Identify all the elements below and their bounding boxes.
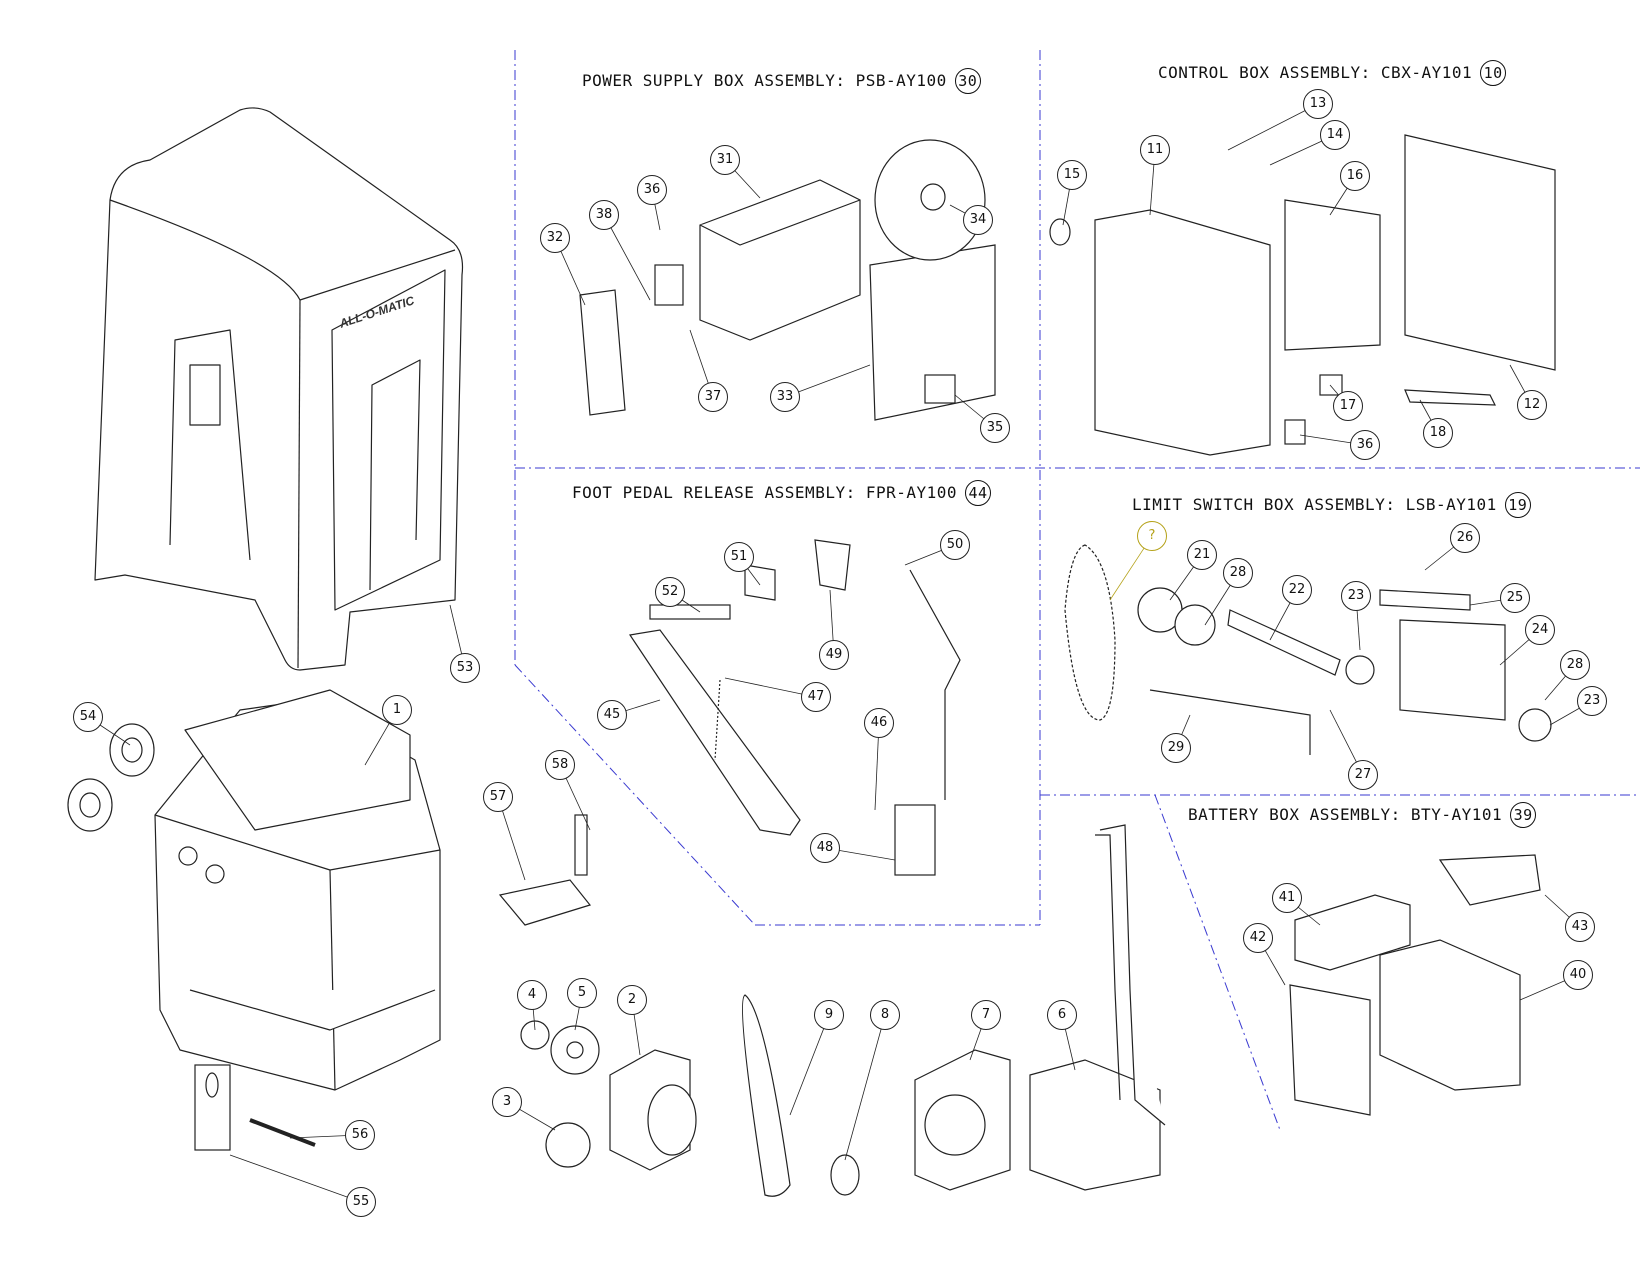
callout-8: 8 [870,1000,900,1030]
title-power-supply: POWER SUPPLY BOX ASSEMBLY: PSB-AY100 30 [582,68,981,94]
title-control-box-number: 10 [1480,60,1507,86]
title-foot-pedal-text: FOOT PEDAL RELEASE ASSEMBLY: FPR-AY100 [572,483,958,502]
callout-38: 38 [589,200,619,230]
callout-21: 21 [1187,540,1217,570]
callout-47: 47 [801,682,831,712]
power-supply-parts [579,139,996,421]
title-battery-box-number: 39 [1510,802,1537,828]
callout-50: 50 [940,530,970,560]
callout-3: 3 [492,1087,522,1117]
callout-leader [789,1014,830,1116]
callout-57: 57 [483,782,513,812]
title-battery-box-text: BATTERY BOX ASSEMBLY: BTY-AY101 [1188,805,1503,824]
callout-17: 17 [1333,391,1363,421]
callout-leader [603,214,651,301]
callout-32: 32 [540,223,570,253]
callout-23: 23 [1577,686,1607,716]
foot-pedal-parts [628,539,961,876]
callout-leader [724,677,817,698]
callout-22: 22 [1282,575,1312,605]
title-power-supply-number: 30 [954,68,981,94]
section-dividers [514,50,1640,1131]
callout-27: 27 [1348,760,1378,790]
callout-11: 11 [1140,135,1170,165]
title-control-box-text: CONTROL BOX ASSEMBLY: CBX-AY101 [1158,63,1473,82]
callout-15: 15 [1057,160,1087,190]
title-limit-switch-number: 19 [1504,492,1531,518]
shaft-parts [194,1064,316,1151]
callout-5: 5 [567,978,597,1008]
limit-switch-parts [1064,544,1552,755]
callout-23: 23 [1341,581,1371,611]
callout-37: 37 [698,382,728,412]
callout-48: 48 [810,833,840,863]
callout-56: 56 [345,1120,375,1150]
callout-49: 49 [819,640,849,670]
title-battery-box: BATTERY BOX ASSEMBLY: BTY-AY101 39 [1188,802,1537,828]
callout-2: 2 [617,985,647,1015]
title-foot-pedal-number: 44 [965,480,992,506]
callout-7: 7 [971,1000,1001,1030]
title-limit-switch-text: LIMIT SWITCH BOX ASSEMBLY: LSB-AY101 [1132,495,1497,514]
callout-4: 4 [517,980,547,1010]
callout-unknown: ? [1137,521,1167,551]
circuit-board-57 [498,814,592,926]
callout-36: 36 [1350,430,1380,460]
callout-13: 13 [1303,89,1333,119]
divider-left-diagonal [514,664,756,926]
drivetrain-parts [520,824,1166,1197]
base-frame-1 [154,689,441,1091]
title-control-box: CONTROL BOX ASSEMBLY: CBX-AY101 10 [1158,60,1507,86]
title-power-supply-text: POWER SUPPLY BOX ASSEMBLY: PSB-AY100 [582,71,947,90]
callout-leader [1227,103,1319,151]
callout-34: 34 [963,205,993,235]
pulleys-54 [67,723,155,832]
callout-41: 41 [1272,883,1302,913]
cover-53 [94,107,464,671]
callout-9: 9 [814,1000,844,1030]
callout-24: 24 [1525,615,1555,645]
callout-29: 29 [1161,733,1191,763]
callout-leader [229,1154,362,1203]
callout-26: 26 [1450,523,1480,553]
callout-55: 55 [346,1187,376,1217]
callout-51: 51 [724,542,754,572]
title-foot-pedal: FOOT PEDAL RELEASE ASSEMBLY: FPR-AY100 44 [572,480,992,506]
callout-53: 53 [450,653,480,683]
callout-52: 52 [655,577,685,607]
callout-43: 43 [1565,912,1595,942]
callout-leader [844,1014,886,1161]
callout-28: 28 [1560,650,1590,680]
callout-45: 45 [597,700,627,730]
callout-54: 54 [73,702,103,732]
callout-58: 58 [545,750,575,780]
callout-6: 6 [1047,1000,1077,1030]
battery-box-parts [1289,854,1541,1116]
callout-16: 16 [1340,161,1370,191]
callout-33: 33 [770,382,800,412]
callout-31: 31 [710,145,740,175]
callout-40: 40 [1563,960,1593,990]
control-box-parts [1049,134,1556,456]
title-limit-switch: LIMIT SWITCH BOX ASSEMBLY: LSB-AY101 19 [1132,492,1531,518]
callout-42: 42 [1243,923,1273,953]
callout-28: 28 [1223,558,1253,588]
callout-12: 12 [1517,390,1547,420]
callout-35: 35 [980,413,1010,443]
callout-46: 46 [864,708,894,738]
callout-25: 25 [1500,583,1530,613]
callout-14: 14 [1320,120,1350,150]
divider-battery-diagonal [1154,794,1281,1131]
callout-36: 36 [637,175,667,205]
callout-1: 1 [382,695,412,725]
callout-18: 18 [1423,418,1453,448]
